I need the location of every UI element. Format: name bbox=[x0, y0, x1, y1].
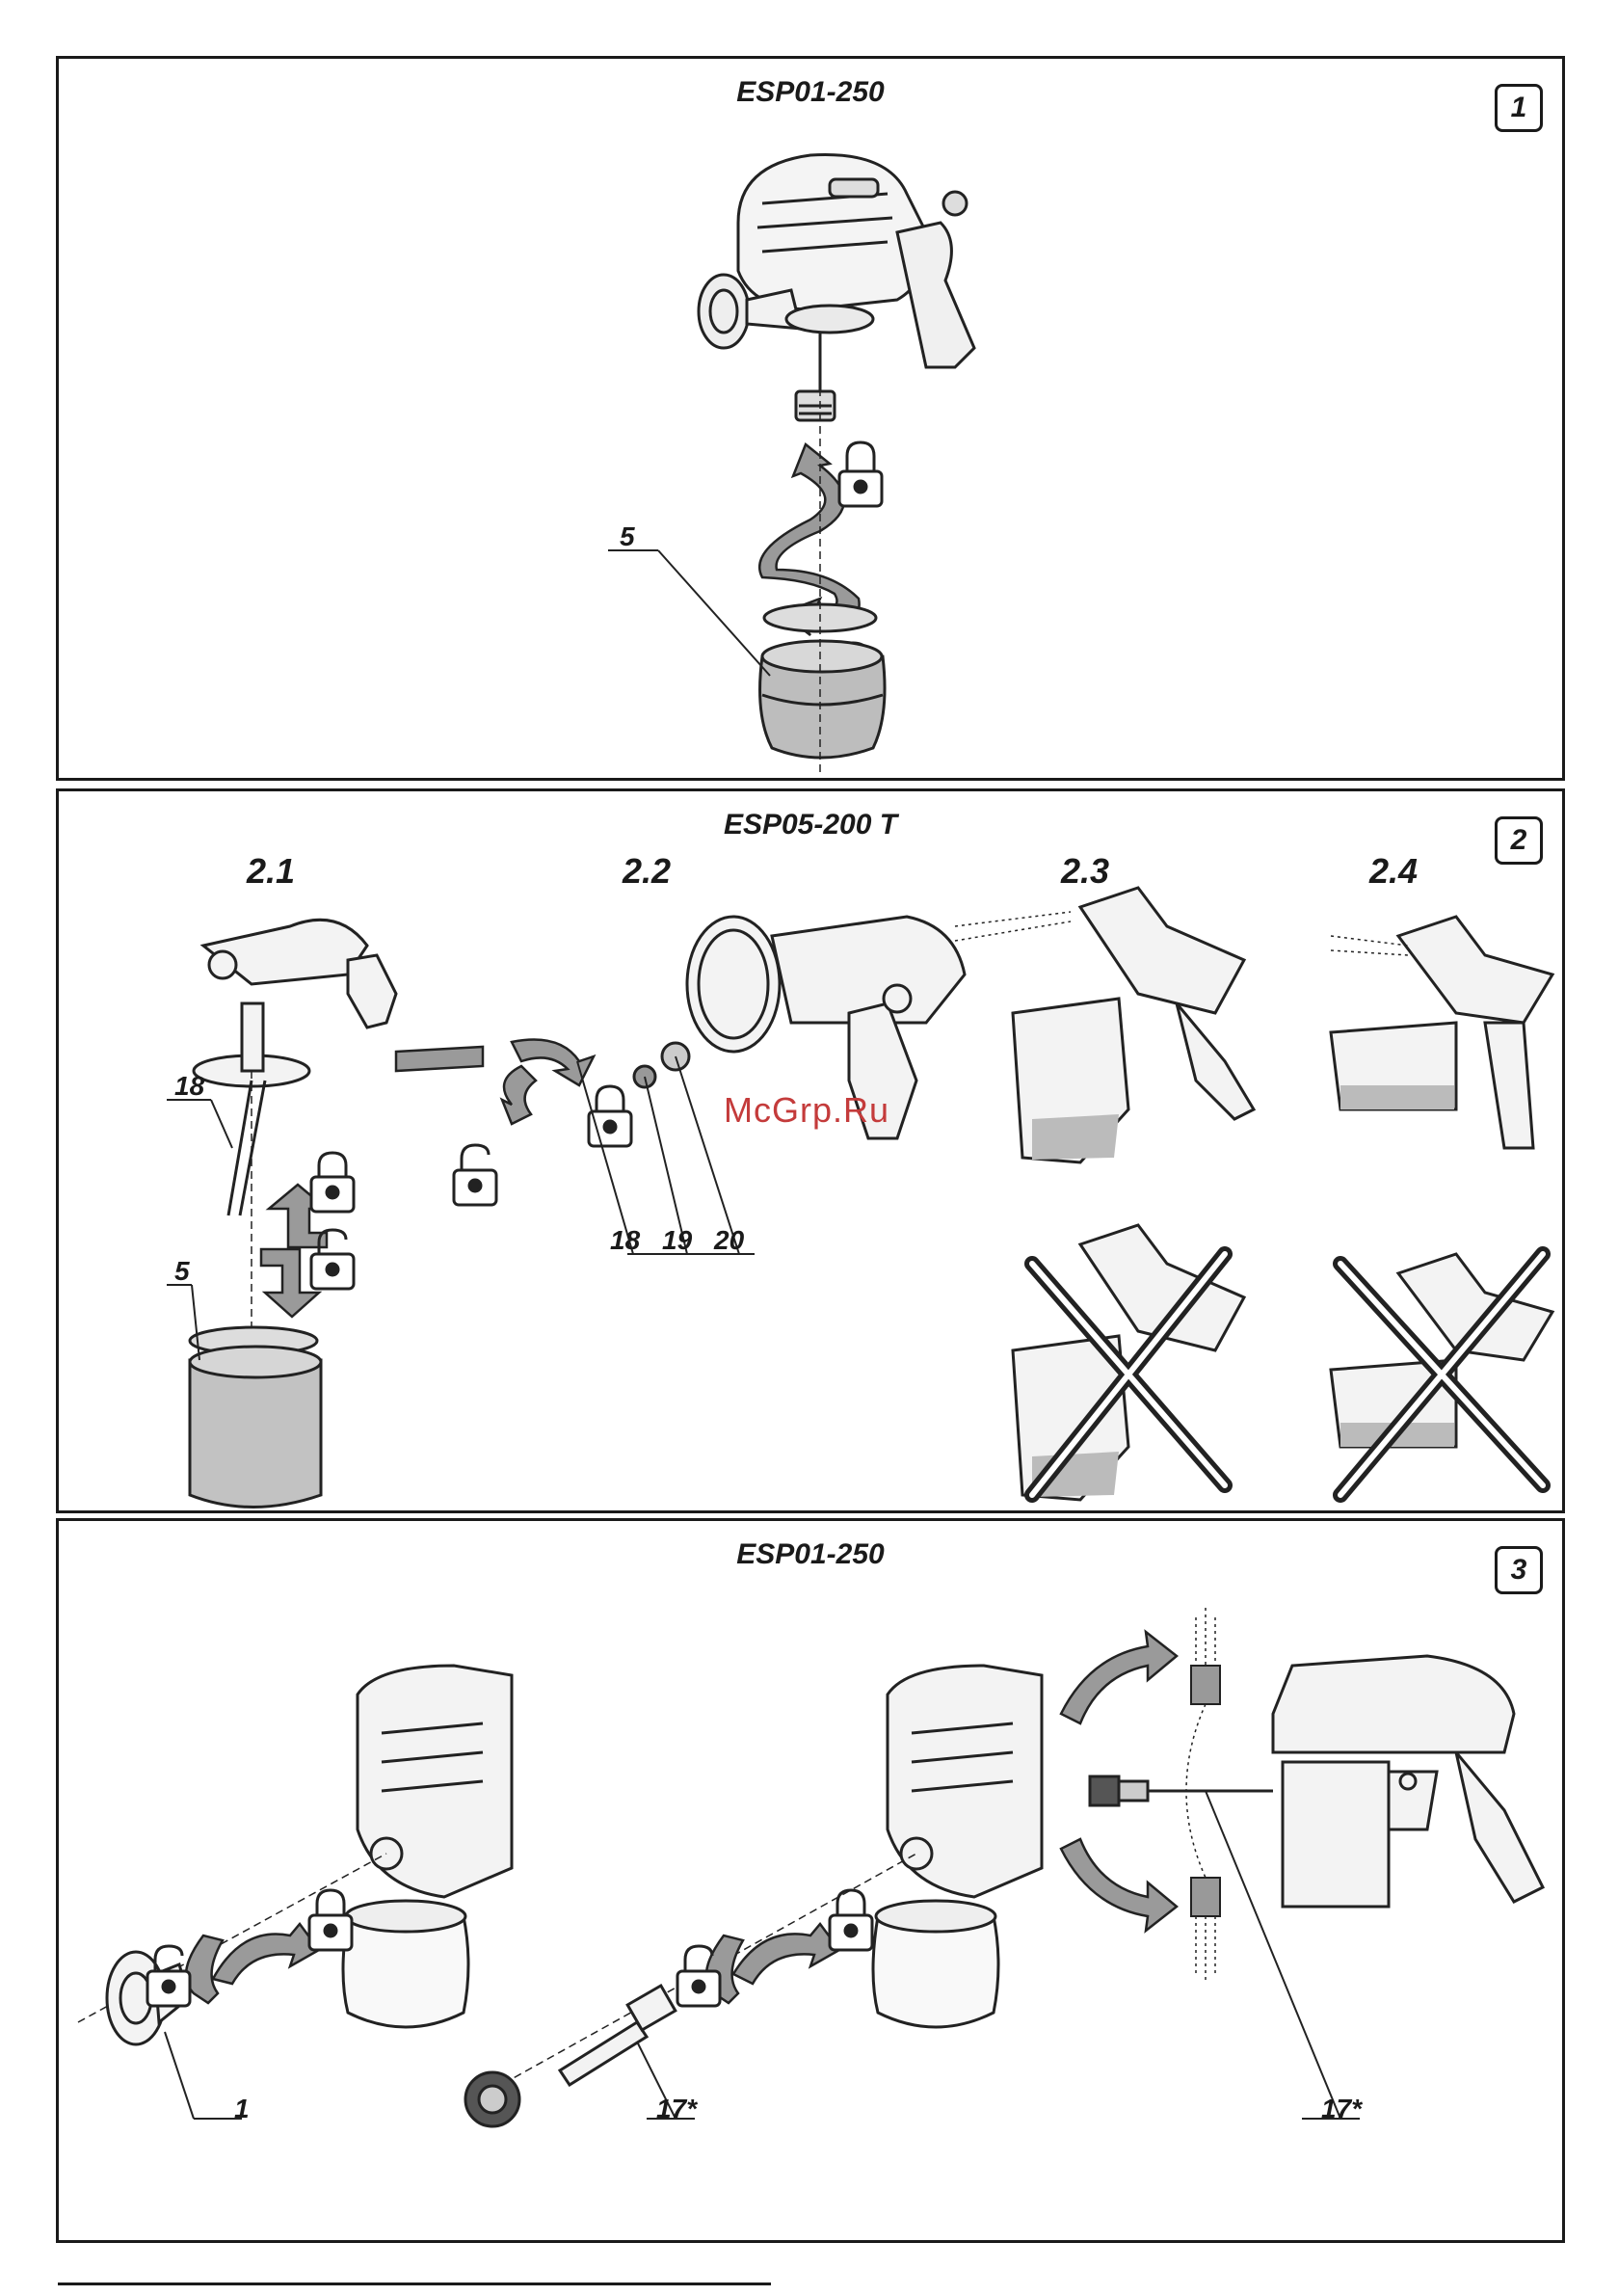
figure-panel-2: ESP05-200 T 2 2.1 2.2 2.3 2.4 bbox=[56, 788, 1565, 1513]
callout-nozzle: 1 bbox=[234, 2094, 250, 2124]
callout-tube: 18 bbox=[174, 1071, 204, 1102]
callout-part-20: 20 bbox=[714, 1225, 744, 1256]
callout-extension: 17* bbox=[656, 2094, 697, 2124]
callout-container: 5 bbox=[174, 1256, 190, 1287]
figure-panel-1: ESP01-250 1 bbox=[56, 56, 1565, 781]
spray-gun-assembly-illustrations bbox=[59, 791, 1568, 1516]
callout-extension-side: 17* bbox=[1321, 2094, 1362, 2124]
callout-part-19: 19 bbox=[662, 1225, 692, 1256]
figure-panel-3: ESP01-250 3 bbox=[56, 1518, 1565, 2243]
nozzle-extension-illustrations bbox=[59, 1521, 1568, 2246]
callout-container: 5 bbox=[620, 521, 635, 552]
spray-gun-illustration bbox=[59, 59, 1568, 784]
callout-tube-2-2: 18 bbox=[610, 1225, 640, 1256]
footer-rule bbox=[58, 2283, 771, 2285]
watermark: McGrp.Ru bbox=[724, 1090, 889, 1131]
